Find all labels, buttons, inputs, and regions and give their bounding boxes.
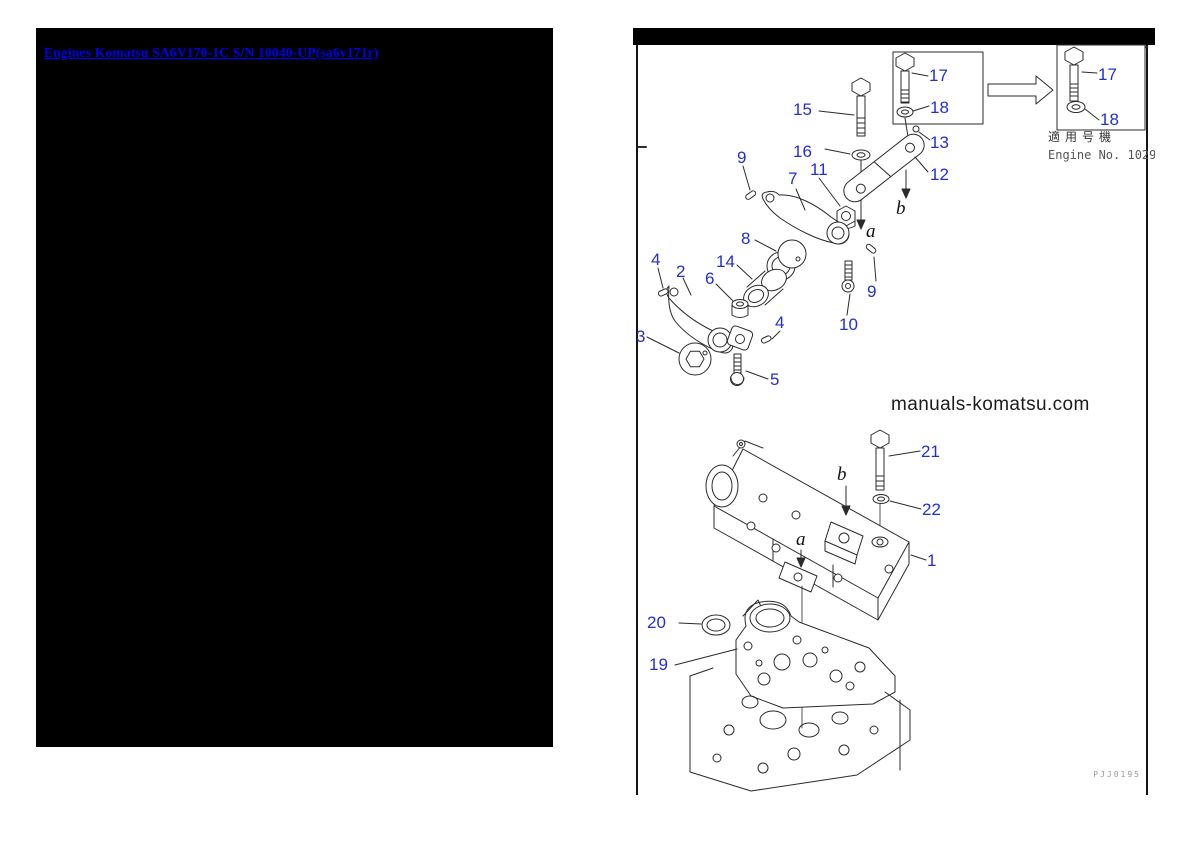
diagram-right-border [1146,45,1148,795]
block-arrow [987,75,1054,105]
ref-arrow-a-lower [796,549,806,568]
watermark-text: manuals-komatsu.com [891,394,1090,415]
ref-arrow-b-upper [901,169,911,199]
rocker-arm-7 [761,188,850,245]
pin-9-upper [742,165,757,200]
pin-9-right [865,243,877,282]
insert-box-far [1056,44,1146,131]
ref-letter-a-lower: a [796,529,806,550]
pin-4-right [760,330,781,344]
callout-3: 3 [636,327,646,346]
pin-4-left [657,267,669,297]
roller-14 [736,264,787,308]
rocker-housing-1 [705,439,927,621]
callout-7: 7 [788,169,798,188]
ref-letter-b-lower: b [837,464,847,485]
bolt-17-near [895,52,915,72]
diagram-top-bar [633,28,1155,45]
callout-20: 20 [647,613,666,632]
washer-16 [824,148,871,161]
insert-box-near [892,51,984,125]
callout-21: 21 [921,442,940,461]
bushing-6 [715,283,749,318]
callout-19: 19 [649,655,668,674]
drawing-number: PJJ0195 [1093,770,1141,779]
catalog-link[interactable]: Engines Komatsu SA6V170-1C S/N 10040-UP(… [44,45,379,60]
callout-13: 13 [930,133,949,152]
callout-9-right: 9 [867,282,877,301]
callout-18-near: 18 [930,98,949,117]
ref-arrow-b-lower [841,485,851,516]
screw-5 [730,353,769,386]
callout-6: 6 [705,269,715,288]
applicability-note-jp: 適用号機 [1048,130,1117,144]
parts-diagram-panel: 17 18 17 18 15 16 9 7 11 13 12 8 14 6 2 … [633,28,1155,795]
parts-diagram-lineart [637,44,1149,792]
rocker-shaft-bracket-12 [843,133,925,203]
rocker-arm-2 [666,277,754,354]
ref-letter-b-upper: b [896,198,906,219]
screw-10 [841,260,855,316]
callout-10: 10 [839,315,858,334]
callout-11: 11 [810,160,828,179]
applicability-note: 適用号機 Engine No. 10293- [1048,128,1155,162]
washer-22 [872,494,922,510]
left-panel: Engines Komatsu SA6V170-1C S/N 10040-UP(… [36,28,553,747]
callout-17-far: 17 [1098,65,1117,84]
applicability-note-engine-no: Engine No. 10293- [1048,148,1155,162]
callout-4-left: 4 [651,250,661,269]
callout-5: 5 [770,370,780,389]
callout-18-far: 18 [1100,110,1119,129]
plug-13 [912,125,931,141]
bolt-15 [818,77,871,137]
callout-8: 8 [741,229,751,248]
oring-20 [678,614,731,636]
ref-letter-a-upper: a [866,221,876,242]
cylinder-head [689,667,911,792]
callout-9-upper: 9 [737,148,747,167]
washer-18-near [896,106,914,118]
callout-4-right: 4 [775,313,785,332]
cap-3 [646,336,712,376]
callout-14: 14 [716,252,735,271]
bolt-17-far [1064,46,1084,66]
washer-18-far [1066,101,1086,113]
bolt-21 [870,429,921,491]
callout-16: 16 [793,142,812,161]
callout-2: 2 [676,262,686,281]
callout-22: 22 [922,500,941,519]
gasket-19 [674,599,896,709]
callout-17-near: 17 [929,66,948,85]
callout-1: 1 [927,551,937,570]
callout-15: 15 [793,100,812,119]
callout-12: 12 [930,165,949,184]
diagram-left-border [636,45,638,795]
